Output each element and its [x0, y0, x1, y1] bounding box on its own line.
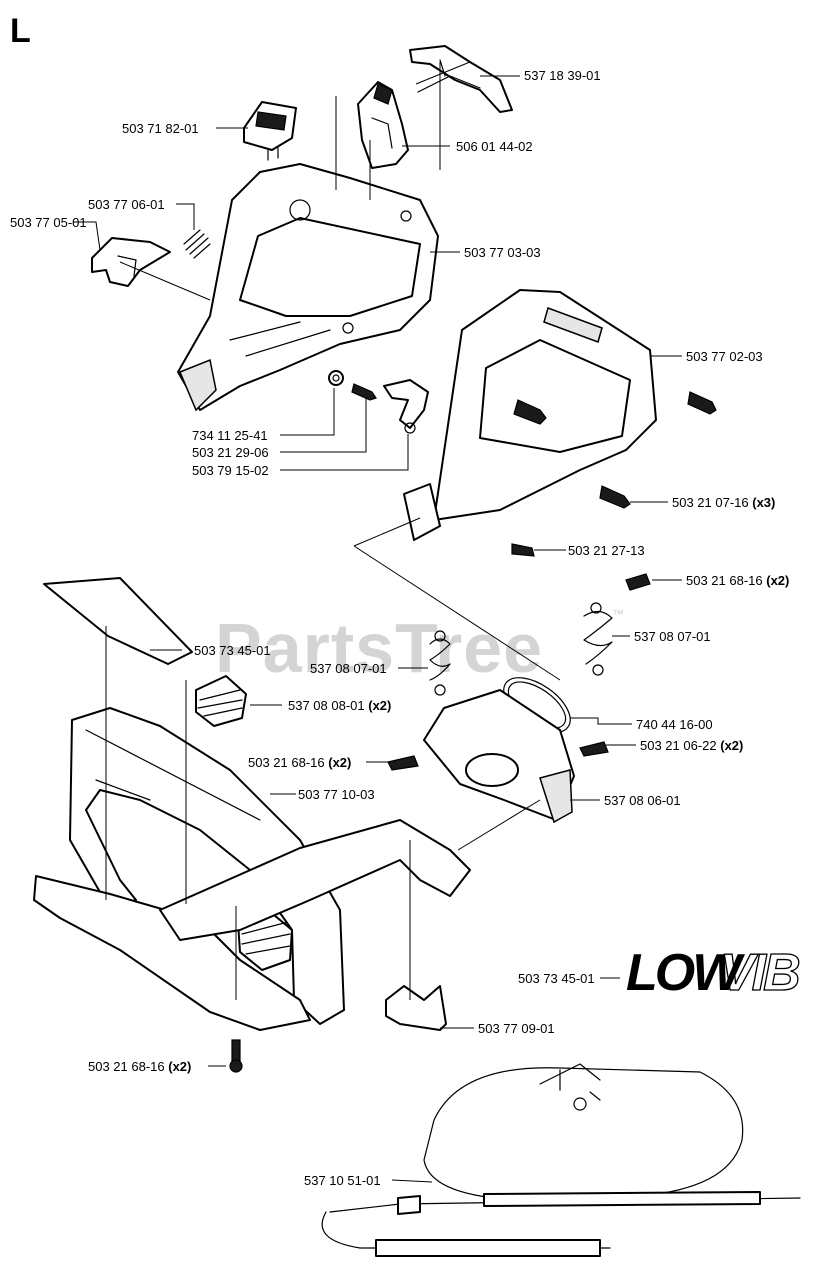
part-label: 503 73 45-01 — [194, 643, 271, 658]
throttle-lockout-illustration — [409, 45, 513, 113]
part-label: 503 77 10-03 — [298, 787, 375, 802]
section-letter: L — [10, 12, 31, 50]
part-label: 740 44 16-00 — [636, 717, 713, 732]
part-label: 503 77 02-03 — [686, 349, 763, 364]
part-label: 537 10 51-01 — [304, 1173, 381, 1188]
watermark: PartsTree — [215, 609, 543, 687]
part-label: 503 77 03-03 — [464, 245, 541, 260]
part-label: 503 21 07-16 (x3) — [672, 495, 775, 510]
damper-block-illustration — [423, 689, 575, 824]
part-label: 537 08 06-01 — [604, 793, 681, 808]
part-label: 503 21 68-16 (x2) — [88, 1059, 191, 1074]
stop-switch-illustration — [243, 101, 297, 161]
decal-sheet-illustration — [43, 577, 193, 665]
handle-cover-illustration — [403, 289, 657, 541]
rear-handle-housing-illustration — [177, 163, 439, 412]
watermark-tm: ™ — [612, 607, 624, 621]
small-hardware-illustration — [328, 370, 429, 434]
part-label: 503 21 68-16 (x2) — [248, 755, 351, 770]
throttle-latch-illustration — [91, 237, 171, 287]
part-label: 537 18 39-01 — [524, 68, 601, 83]
small-spring-illustration — [183, 229, 211, 259]
front-handle-illustration — [33, 707, 471, 1031]
throttle-cable-illustration — [321, 1063, 801, 1257]
logo-low: LOW — [626, 944, 745, 1002]
logo-vib: VIB — [720, 944, 799, 1002]
part-label: 503 21 29-06 — [192, 445, 269, 460]
cover-screws-illustration — [229, 391, 717, 1073]
part-label: 503 73 45-01 — [518, 971, 595, 986]
part-label: 503 77 05-01 — [10, 215, 87, 230]
part-label: 537 08 07-01 — [634, 629, 711, 644]
part-label: 503 71 82-01 — [122, 121, 199, 136]
part-label: 503 21 68-16 (x2) — [686, 573, 789, 588]
part-labels: 537 18 39-01 503 71 82-01 506 01 44-02 5… — [10, 68, 789, 1188]
part-label: 503 21 27-13 — [568, 543, 645, 558]
throttle-trigger-illustration — [357, 81, 409, 169]
part-label: 537 08 07-01 — [310, 661, 387, 676]
part-label: 503 21 06-22 (x2) — [640, 738, 743, 753]
part-label: 506 01 44-02 — [456, 139, 533, 154]
part-label: 503 79 15-02 — [192, 463, 269, 478]
part-label: 734 11 25-41 — [192, 428, 268, 443]
part-label: 537 08 08-01 (x2) — [288, 698, 391, 713]
clip-illustration — [385, 985, 447, 1031]
part-label: 503 77 06-01 — [88, 197, 165, 212]
part-label: 503 77 09-01 — [478, 1021, 555, 1036]
lowvib-logo: LOW VIB — [626, 943, 803, 1002]
leader-lines — [73, 61, 682, 1183]
